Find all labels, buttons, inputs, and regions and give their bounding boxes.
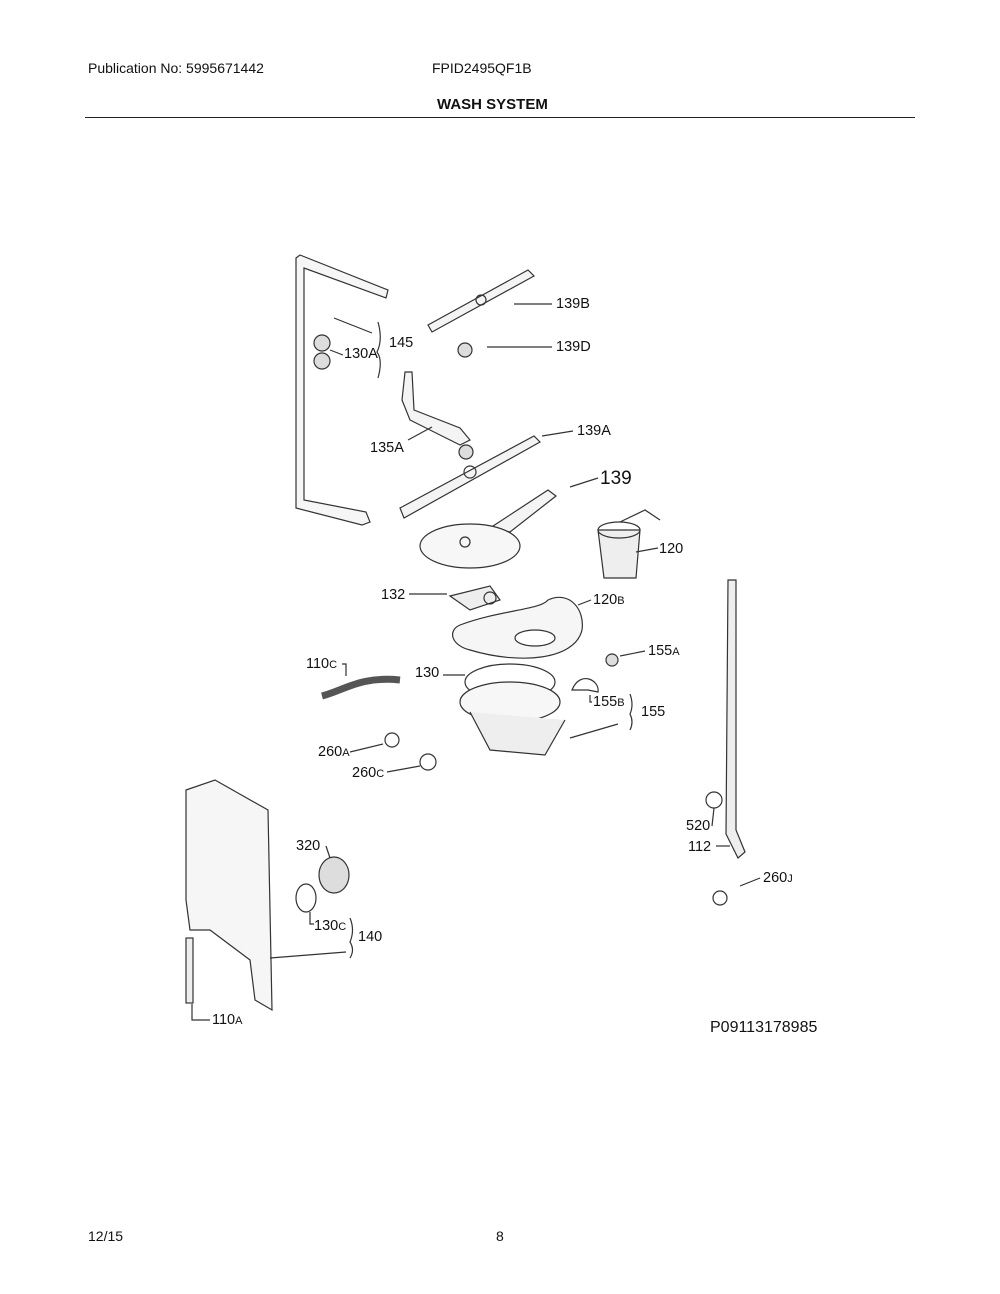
part-label-120B: 120B <box>593 592 625 608</box>
part-label-135A: 135A <box>370 440 404 456</box>
part-label-110A: 110A <box>212 1012 243 1028</box>
publication-number: Publication No: 5995671442 <box>88 60 264 76</box>
page-number: 8 <box>496 1228 504 1244</box>
part-label-132: 132 <box>381 587 406 603</box>
part-label-145: 145 <box>389 335 414 351</box>
footer-date: 12/15 <box>88 1228 124 1244</box>
part-label-130C: 130C <box>314 918 347 934</box>
part-label-112: 112 <box>688 839 712 855</box>
part-label-155B: 155B <box>593 694 625 710</box>
part-label-130: 130 <box>415 665 440 681</box>
header-divider <box>85 117 915 118</box>
part-label-260C: 260C <box>352 765 385 781</box>
part-label-139A: 139A <box>577 423 611 439</box>
part-label-260A: 260A <box>318 744 350 760</box>
part-label-155: 155 <box>641 704 666 720</box>
part-label-139: 139 <box>600 468 632 489</box>
part-label-155A: 155A <box>648 643 680 659</box>
diagram-code: P09113178985 <box>710 1019 818 1036</box>
part-label-260J: 260J <box>763 870 793 886</box>
part-label-140: 140 <box>358 929 383 945</box>
part-label-130A: 130A <box>344 346 378 362</box>
section-title: WASH SYSTEM <box>437 96 548 113</box>
part-label-139B: 139B <box>556 296 590 312</box>
part-label-110C: 110C <box>306 656 338 672</box>
part-label-139D: 139D <box>556 339 591 355</box>
part-label-520: 520 <box>686 818 711 834</box>
part-label-320: 320 <box>296 838 321 854</box>
part-label-120: 120 <box>659 541 684 557</box>
model-number: FPID2495QF1B <box>432 60 532 76</box>
